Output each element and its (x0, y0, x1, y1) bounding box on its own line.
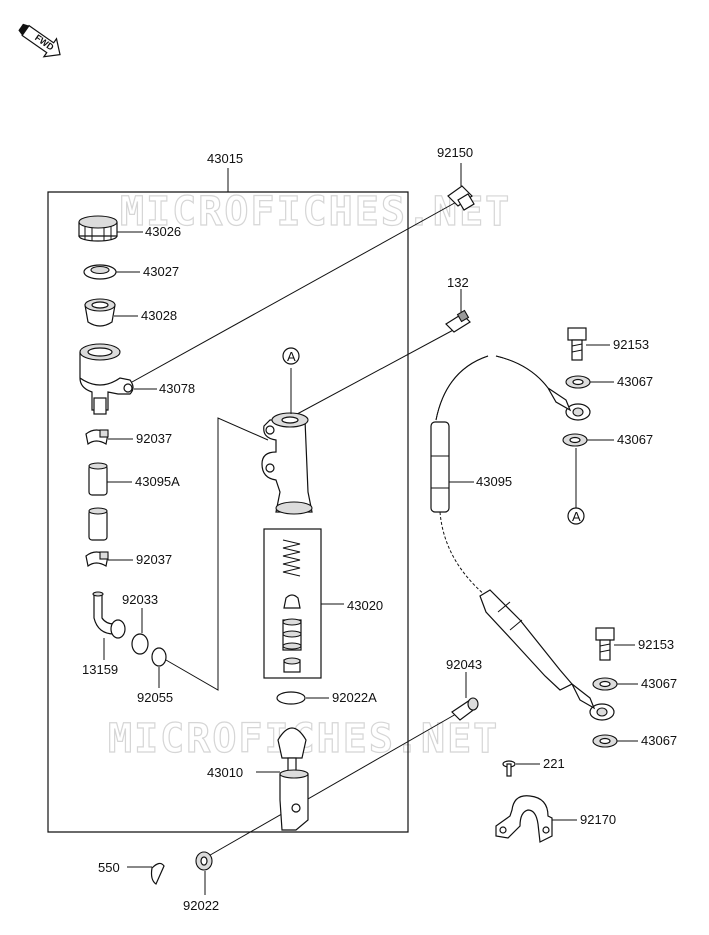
piston-seal-icon (283, 657, 301, 673)
clevis-pin-icon (451, 697, 479, 721)
piston-cup-icon (283, 594, 301, 609)
spring-icon (282, 539, 301, 577)
cotter-pin-icon (150, 862, 165, 885)
label-92033: 92033 (122, 592, 158, 607)
label-92022A: 92022A (332, 690, 377, 705)
banjo-bolt-upper-icon (567, 327, 587, 361)
callout-a-left (282, 347, 300, 365)
bolt-132-icon (445, 309, 471, 333)
circlip-icon (131, 633, 149, 655)
gasket-washer-1-icon (565, 375, 591, 389)
hose-segment-lower-icon (88, 507, 108, 541)
fwd-arrow-icon (18, 23, 61, 58)
label-43010: 43010 (207, 765, 243, 780)
label-13159: 13159 (82, 662, 118, 677)
label-92043: 92043 (446, 657, 482, 672)
label-221: 221 (543, 756, 565, 771)
label-92022: 92022 (183, 898, 219, 913)
label-92153-lower: 92153 (638, 637, 674, 652)
washer-icon (195, 851, 213, 871)
label-92037-upper: 92037 (136, 431, 172, 446)
bolt-line-132 (285, 327, 458, 421)
label-92055: 92055 (137, 690, 173, 705)
cylinder-leader (165, 417, 269, 691)
label-92037-lower: 92037 (136, 552, 172, 567)
o-ring-icon (151, 647, 167, 667)
reservoir-cap-icon (78, 215, 118, 242)
label-43027: 43027 (143, 264, 179, 279)
label-43067-2: 43067 (617, 432, 653, 447)
diaphragm-plate-icon (83, 264, 117, 280)
label-132: 132 (447, 275, 469, 290)
label-92150: 92150 (437, 145, 473, 160)
label-43067-4: 43067 (641, 733, 677, 748)
gasket-washer-3-icon (592, 677, 618, 691)
assembly-box (47, 191, 409, 833)
bolt-line-92150 (131, 199, 461, 383)
label-43078: 43078 (159, 381, 195, 396)
diaphragm-icon (84, 298, 116, 327)
label-43026: 43026 (145, 224, 181, 239)
label-43020: 43020 (347, 598, 383, 613)
label-43067-3: 43067 (641, 676, 677, 691)
gasket-washer-2-icon (562, 433, 588, 447)
callout-a-right (567, 507, 585, 525)
hose-bracket-icon (495, 795, 553, 843)
master-cylinder-icon (261, 412, 313, 515)
label-550: 550 (98, 860, 120, 875)
callout-letter-a-right: A (572, 509, 581, 524)
hose-clamp-icon (85, 429, 109, 446)
hose-clamp-lower-icon (85, 551, 109, 568)
label-43095A: 43095A (135, 474, 180, 489)
banjo-bolt-lower-icon (595, 627, 615, 661)
label-43028: 43028 (141, 308, 177, 323)
screw-icon (502, 760, 516, 777)
label-43015: 43015 (207, 151, 243, 166)
retaining-ring-icon (276, 691, 306, 705)
label-43067-1: 43067 (617, 374, 653, 389)
hose-segment-icon (88, 462, 108, 496)
label-43095: 43095 (476, 474, 512, 489)
gasket-washer-4-icon (592, 734, 618, 748)
bolt-92150-icon (447, 185, 475, 211)
push-rod-icon (277, 727, 309, 831)
label-92153-upper: 92153 (613, 337, 649, 352)
pin-line-92043 (204, 709, 464, 859)
brake-hose-icon (430, 355, 615, 721)
elbow-fitting-icon (92, 591, 126, 639)
label-92170: 92170 (580, 812, 616, 827)
reservoir-icon (79, 343, 134, 415)
watermark-top: MICROFICHES.NET (120, 189, 511, 235)
piston-icon (282, 618, 302, 651)
callout-letter-a-left: A (287, 349, 296, 364)
